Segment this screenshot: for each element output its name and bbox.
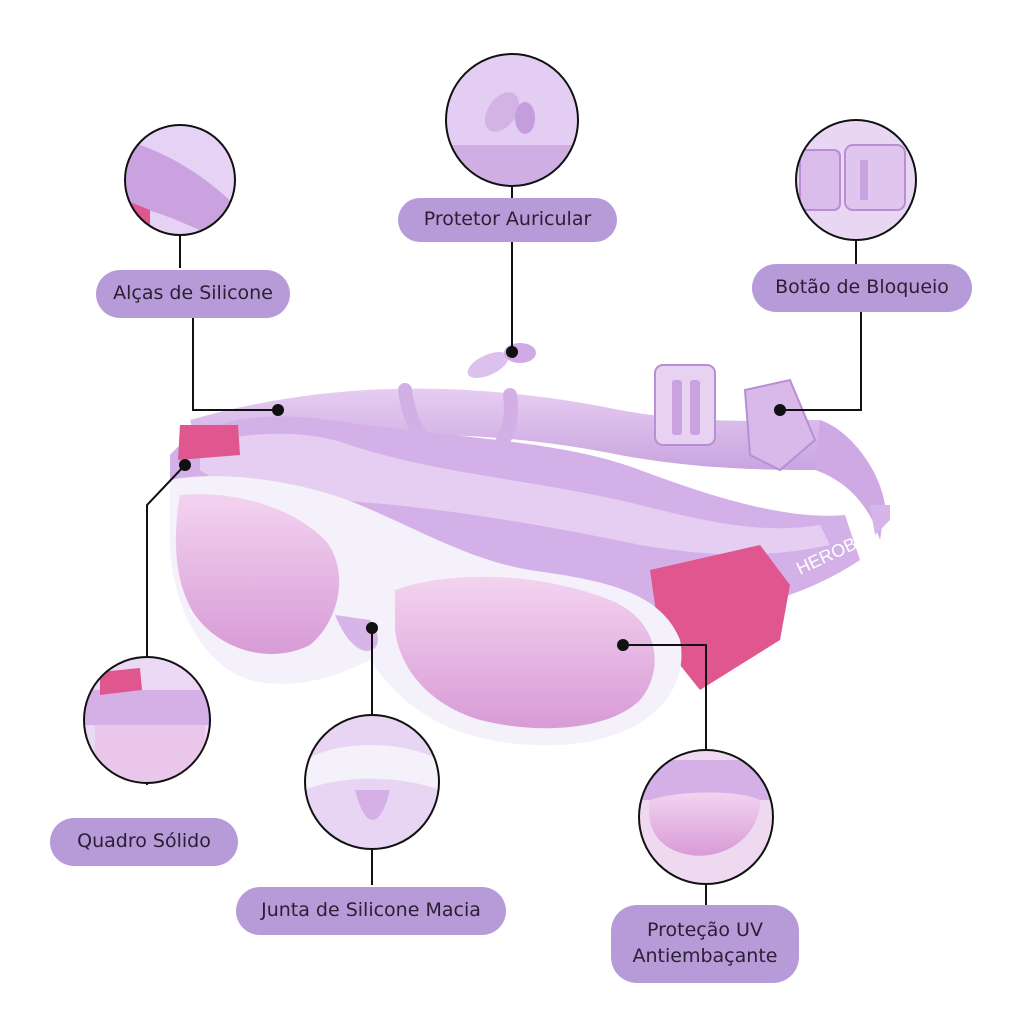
detail-circle-frame <box>83 656 211 784</box>
label-soft-silicone-joint-text: Junta de Silicone Macia <box>261 899 481 922</box>
label-ear-protector-text: Protetor Auricular <box>423 208 592 231</box>
detail-circle-uv <box>638 749 774 885</box>
label-silicone-straps: Alças de Silicone <box>96 270 290 318</box>
callout-line-straps <box>192 318 278 411</box>
goggles-frame: HEROBI <box>170 416 864 746</box>
label-lock-button: Botão de Bloqueio <box>752 264 972 312</box>
label-ear-protector: Protetor Auricular <box>398 198 617 242</box>
label-lock-button-text: Botão de Bloqueio <box>775 276 949 299</box>
callout-line-uv <box>623 644 707 750</box>
label-solid-frame-text: Quadro Sólido <box>77 830 211 853</box>
detail-circle-ear <box>445 53 579 187</box>
detail-circle-straps <box>124 124 236 236</box>
label-uv-protection-line2: Antiembaçante <box>632 945 778 967</box>
callout-dots <box>179 346 786 651</box>
detail-circle-lock <box>795 119 917 241</box>
callout-lines <box>146 186 862 905</box>
label-solid-frame: Quadro Sólido <box>50 818 238 866</box>
label-soft-silicone-joint: Junta de Silicone Macia <box>236 887 506 935</box>
detail-circle-joint <box>304 714 440 850</box>
label-silicone-straps-text: Alças de Silicone <box>113 282 273 305</box>
lock-buckle <box>654 364 817 472</box>
label-uv-protection-line1: Proteção UV <box>647 919 763 942</box>
callout-line-lock <box>780 312 862 411</box>
label-uv-protection: Proteção UV Antiembaçante <box>611 905 799 983</box>
